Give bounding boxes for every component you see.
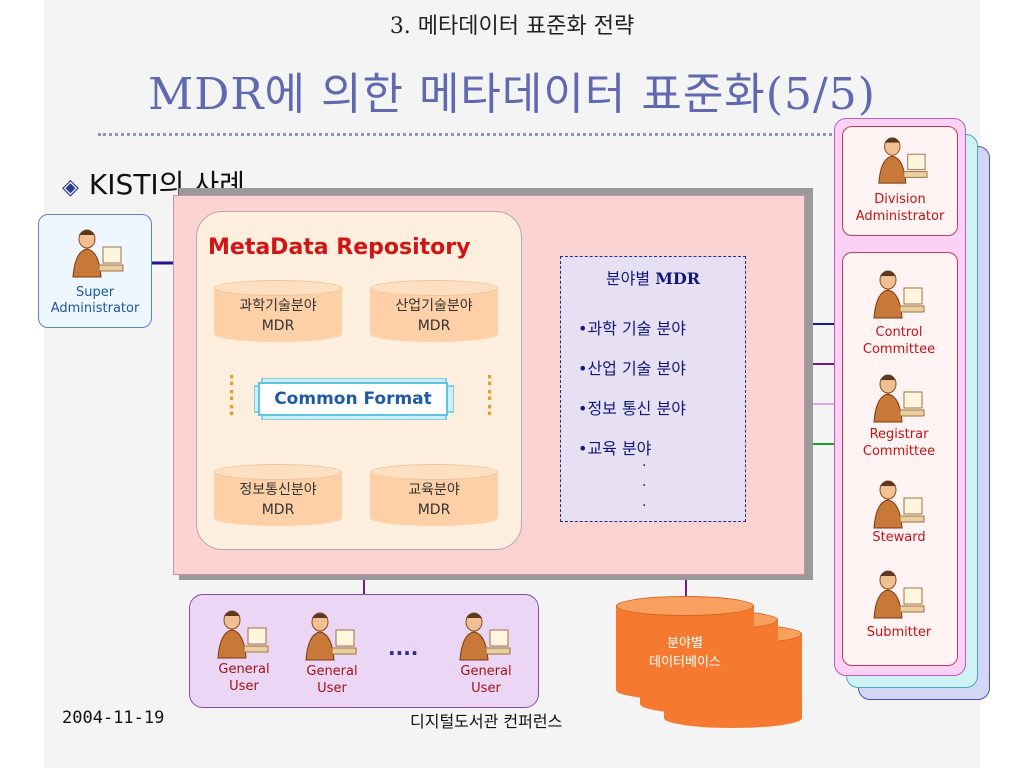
division-administrator-card: Division Administrator	[842, 126, 958, 236]
super-administrator-label-2: Administrator	[50, 301, 140, 316]
mdr-cylinder-education: 교육분야 MDR	[370, 464, 498, 526]
super-administrator-label-1: Super	[75, 285, 115, 300]
metadata-repository-title: MetaData Repository	[208, 235, 471, 260]
title-divider	[98, 133, 838, 136]
field-mdr-item: •산업 기술 분야	[578, 359, 686, 378]
mdr-cylinder-industry: 산업기술분야 MDR	[370, 280, 498, 342]
person-at-computer-icon	[873, 570, 925, 619]
field-mdr-more-dot: ·	[642, 458, 647, 474]
cylinder-sublabel: MDR	[261, 502, 295, 518]
common-format-box: Common Format	[254, 378, 454, 420]
repository-dots-left: :::	[228, 369, 236, 420]
cylinder-sublabel: MDR	[417, 318, 451, 334]
field-mdr-box	[560, 256, 746, 522]
field-mdr-title: 분야별 MDR	[605, 269, 701, 288]
super-administrator-card: Super Administrator	[38, 214, 152, 328]
person-at-computer-icon	[873, 480, 925, 529]
division-administrator-label-1: Division	[874, 192, 926, 207]
slide-subtitle: 3. 메타데이터 표준화 전략	[389, 14, 635, 39]
mdr-cylinder-ict: 정보통신분야 MDR	[214, 464, 342, 526]
person-at-computer-icon	[305, 612, 357, 661]
submitter-label: Submitter	[866, 625, 932, 640]
diamond-bullet-icon: ◈	[62, 175, 79, 200]
cylinder-label: 산업기술분야	[395, 298, 473, 314]
cylinder-label: 교육분야	[408, 482, 460, 498]
person-at-computer-icon	[873, 374, 925, 423]
slide-title: MDR에 의한 메타데이터 표준화(5/5)	[148, 69, 876, 120]
field-mdr-item: •정보 통신 분야	[578, 399, 686, 418]
cylinder-sublabel: MDR	[417, 502, 451, 518]
field-mdr-more-dot: ·	[642, 498, 647, 514]
footer-conference: 디지털도서관 컨퍼런스	[410, 712, 563, 731]
field-mdr-item: •과학 기술 분야	[578, 319, 686, 338]
footer-date: 2004-11-19	[62, 708, 165, 728]
person-at-computer-icon	[873, 270, 925, 319]
field-mdr-more-dot: ·	[642, 478, 647, 494]
division-administrator-label-2: Administrator	[855, 209, 945, 224]
repository-dots-right: :::	[486, 369, 494, 420]
person-at-computer-icon	[459, 612, 511, 661]
steward-label: Steward	[872, 530, 926, 545]
cylinder-label: 정보통신분야	[239, 482, 317, 498]
person-at-computer-icon	[72, 229, 124, 278]
role-list-panel	[842, 252, 958, 666]
cylinder-label: 과학기술분야	[239, 298, 317, 314]
person-at-computer-icon	[217, 610, 269, 659]
common-format-label: Common Format	[258, 382, 448, 416]
left-margin	[0, 0, 44, 768]
field-mdr-item: •교육 분야	[578, 439, 652, 458]
users-ellipsis: ....	[388, 636, 419, 660]
cylinder-sublabel: MDR	[261, 318, 295, 334]
database-label-2: 데이터베이스	[649, 655, 721, 670]
database-label-1: 분야별	[667, 636, 703, 651]
person-at-computer-icon	[878, 137, 928, 184]
mdr-cylinder-science: 과학기술분야 MDR	[214, 280, 342, 342]
